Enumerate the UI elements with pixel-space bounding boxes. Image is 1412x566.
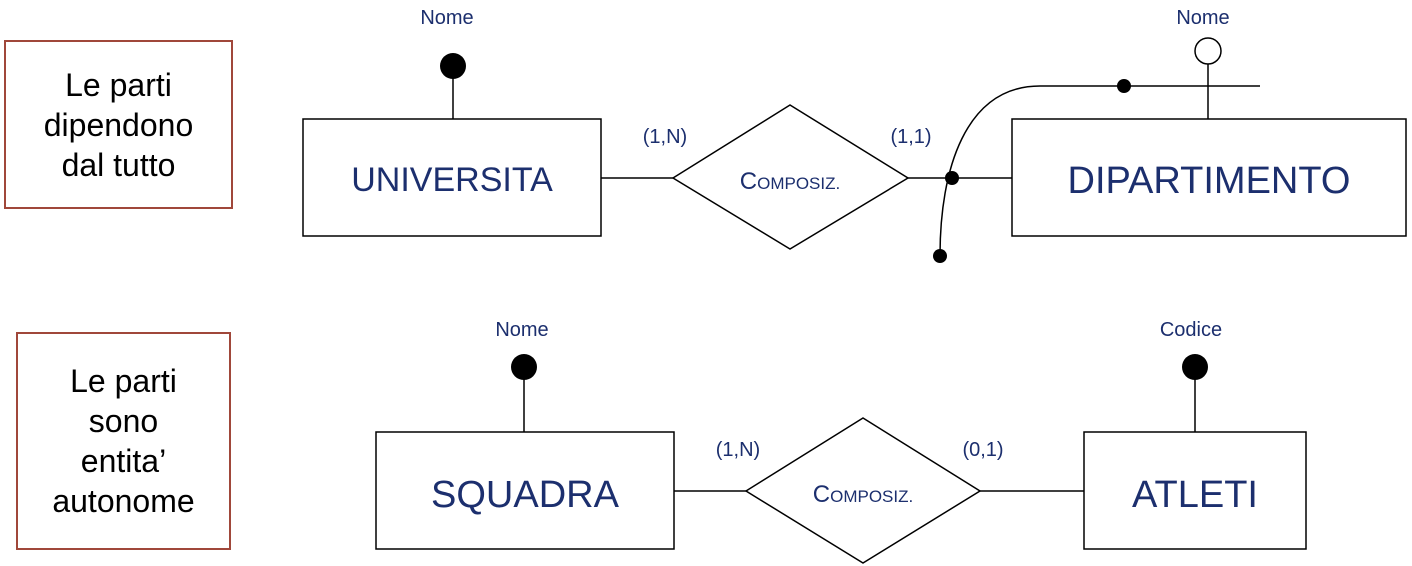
attr-label-squadra-nome: Nome xyxy=(495,319,548,341)
entity-atleti xyxy=(1083,431,1307,550)
rel-rest: OMPOSIZ. xyxy=(757,174,840,193)
note-line: Le parti xyxy=(65,66,172,103)
attribute-dot-hollow xyxy=(1194,37,1222,65)
key-attribute-dot xyxy=(1182,354,1208,380)
cardinality-atleti: (0,1) xyxy=(962,439,1003,461)
note-line: sono xyxy=(88,403,159,439)
note-parts-depend: Le parti dipendono dal tutto xyxy=(4,40,233,209)
entity-dipartimento xyxy=(1011,118,1407,237)
rel-rest: OMPOSIZ. xyxy=(830,487,913,506)
entity-universita xyxy=(302,118,602,237)
entity-atleti-label: ATLETI xyxy=(1132,474,1258,516)
note-line: entita’ xyxy=(80,443,167,479)
note-parts-autonomous: Le parti sono entita’ autonome xyxy=(16,332,231,550)
identifier-end-dot xyxy=(933,249,947,263)
entity-squadra xyxy=(375,431,675,550)
external-identifier-arc xyxy=(939,85,1260,257)
note-line: dipendono xyxy=(43,106,194,143)
rel-first-letter: C xyxy=(740,168,757,195)
entity-universita-label: UNIVERSITA xyxy=(351,161,553,199)
attr-label-atleti-codice: Codice xyxy=(1160,319,1222,341)
attr-label-dipartimento-nome: Nome xyxy=(1176,7,1229,29)
relationship-composiz-label: COMPOSIZ. xyxy=(813,481,913,508)
note-line: autonome xyxy=(52,483,195,519)
note-line: dal tutto xyxy=(61,146,176,183)
cardinality-universita: (1,N) xyxy=(643,126,687,148)
cardinality-dipartimento: (1,1) xyxy=(890,126,931,148)
attr-label-universita-nome: Nome xyxy=(420,7,473,29)
rel-first-letter: C xyxy=(813,481,830,508)
entity-squadra-label: SQUADRA xyxy=(431,474,620,516)
key-attribute-dot xyxy=(511,354,537,380)
key-attribute-dot xyxy=(440,53,466,79)
entity-dipartimento-label: DIPARTIMENTO xyxy=(1068,160,1351,202)
identifier-junction-dot xyxy=(945,171,959,185)
relationship-composiz-label: COMPOSIZ. xyxy=(740,168,840,195)
note-line: Le parti xyxy=(70,363,177,399)
identifier-junction-dot xyxy=(1117,79,1131,93)
cardinality-squadra: (1,N) xyxy=(716,439,760,461)
